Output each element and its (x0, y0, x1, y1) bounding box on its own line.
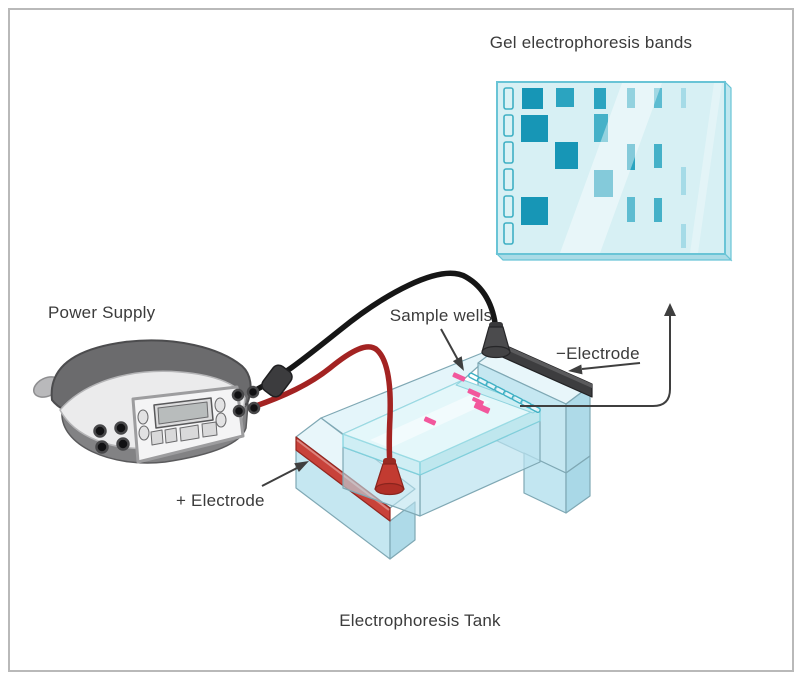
gel-well-slot (503, 114, 514, 137)
gel-band (522, 88, 543, 109)
gel-band (681, 224, 686, 248)
black-cable (247, 270, 499, 396)
port-icon (231, 388, 245, 402)
gel-panel-sheen-2 (690, 83, 722, 253)
connector-arrowhead (664, 303, 676, 316)
figure-border (8, 8, 794, 672)
gel-band (654, 88, 662, 108)
dye-band (452, 372, 466, 382)
gel-band (594, 114, 608, 142)
port-icon (93, 424, 107, 438)
gel-panel-sheen (560, 83, 662, 253)
port-icon (247, 401, 261, 415)
sample-wells-label: Sample wells (389, 306, 493, 325)
sample-wells-arrowhead (452, 356, 464, 371)
gel-band (521, 197, 548, 225)
panel-button-4 (201, 421, 218, 438)
red-connector-base (374, 482, 405, 496)
panel-oval-button-right-1 (214, 397, 226, 413)
negative-electrode-arrow-line (581, 362, 641, 370)
panel-oval-button-right-2 (215, 412, 227, 428)
port-icon (116, 437, 130, 451)
black-connector-base (481, 345, 511, 359)
panel-button-2 (164, 427, 178, 444)
negative-electrode-arrowhead (568, 364, 583, 375)
panel-button-3 (179, 424, 200, 442)
sample-wells-arrow-line (440, 328, 459, 361)
positive-electrode-arrow-line (261, 467, 298, 487)
output-ports-left (93, 421, 130, 454)
gel-band (555, 142, 578, 169)
dye-band (423, 416, 437, 426)
panel-oval-button-left-2 (138, 425, 150, 441)
gel-band (594, 88, 606, 109)
gel-band (521, 115, 548, 142)
negative-electrode-label: −Electrode (556, 344, 640, 363)
wells-to-results-connector (520, 303, 676, 407)
sample-dye-bands (423, 372, 491, 426)
panel-button-1 (150, 429, 164, 446)
positive-electrode-arrowhead (294, 461, 309, 472)
red-cable (247, 344, 393, 469)
output-ports-right (231, 385, 261, 418)
positive-electrode-label: + Electrode (176, 491, 265, 510)
annotation-arrows (261, 328, 641, 487)
gel-well-slot (503, 87, 514, 110)
gel-panel-face (496, 81, 726, 255)
port-icon (95, 440, 109, 454)
gel-band (627, 144, 635, 170)
power-supply-device (33, 339, 261, 464)
gel-well-slot (503, 168, 514, 191)
gel-band-lanes (521, 88, 686, 248)
display-screen (157, 401, 209, 425)
gel-band (654, 144, 662, 168)
gel-band (627, 197, 635, 222)
gel-well-slot (503, 195, 514, 218)
gel-band (556, 88, 574, 107)
gel-band (627, 88, 635, 108)
gel-band (681, 167, 686, 195)
gel-results-panel (495, 80, 733, 262)
control-panel (131, 385, 245, 464)
gel-bands-title: Gel electrophoresis bands (489, 33, 693, 52)
cable-ferrite-block (261, 364, 293, 398)
cables (247, 270, 499, 469)
tank-label: Electrophoresis Tank (339, 611, 501, 630)
negative-electrode-bar-highlight (500, 343, 592, 388)
connector-line (520, 313, 671, 407)
panel-oval-button-left-1 (137, 409, 149, 425)
port-icon (114, 421, 128, 435)
gel-band (594, 170, 613, 197)
gel-well-slot (503, 222, 514, 245)
gel-band (681, 88, 686, 108)
power-supply-label: Power Supply (48, 303, 156, 322)
dye-band (472, 397, 484, 405)
port-icon (232, 404, 246, 418)
dye-band (473, 402, 491, 414)
dye-band (467, 388, 481, 398)
right-foot-side (565, 455, 591, 514)
gel-band (654, 198, 662, 222)
gel-wells-column (503, 87, 514, 245)
gel-well-slot (503, 141, 514, 164)
electrode-connectors (374, 322, 511, 496)
port-icon (246, 385, 260, 399)
electrophoresis-tank (295, 342, 593, 560)
